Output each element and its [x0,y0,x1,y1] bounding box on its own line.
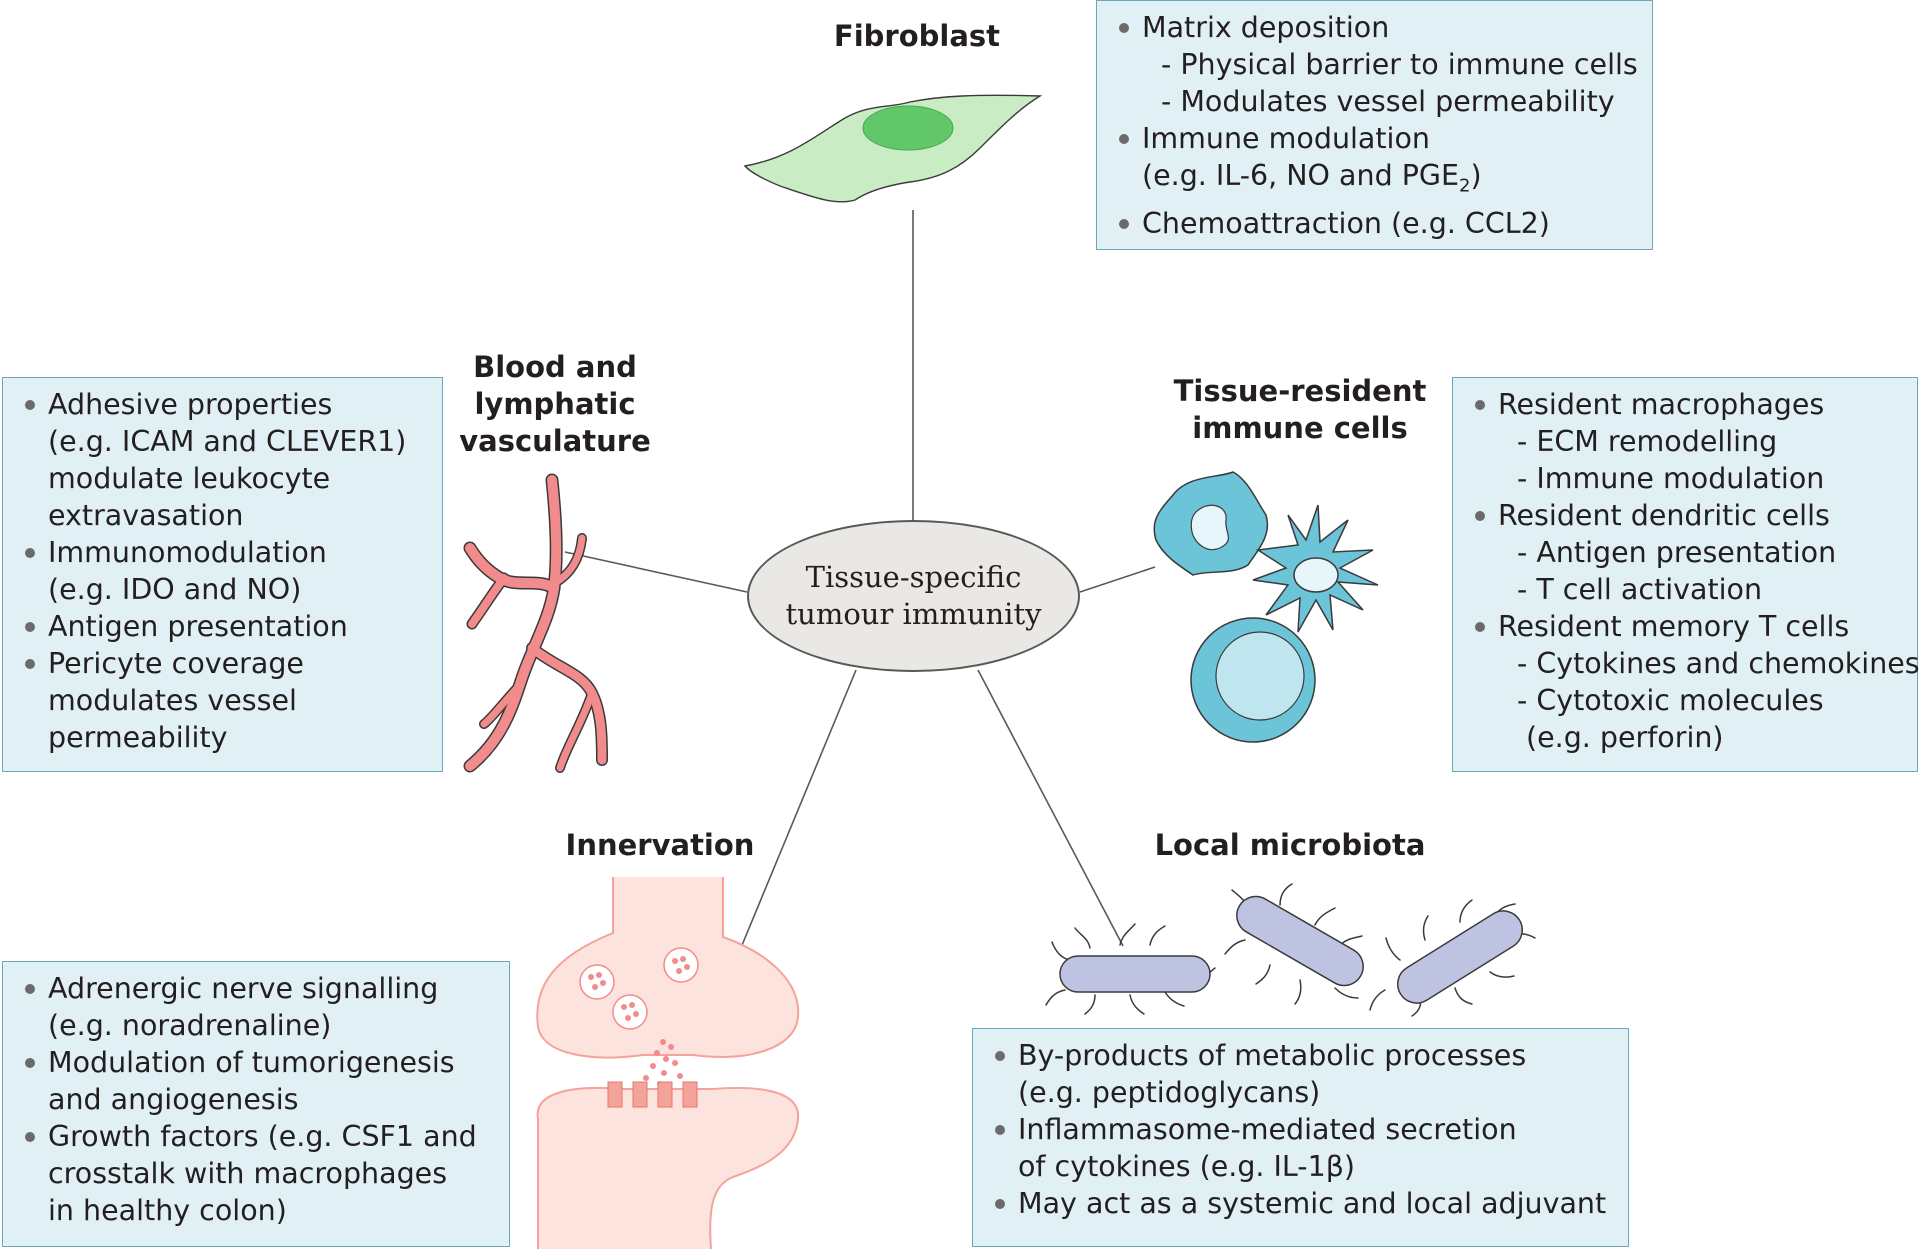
connector-microbiota [977,669,1124,947]
pge-suffix: ) [1470,159,1482,192]
fibroblast-item-2-line-2: (e.g. IL-6, NO and PGE2) [1142,157,1642,205]
dendritic-cell-icon [1252,504,1379,633]
list-item: Growth factors (e.g. CSF1 and crosstalk … [25,1118,499,1229]
title-microbiota: Local microbiota [1154,828,1426,862]
title-immune-cells: Tissue-resident immune cells [1160,373,1440,447]
innerv-item-3-line-1: Growth factors (e.g. CSF1 and [48,1120,477,1153]
innervation-info-box: Adrenergic nerve signalling (e.g. noradr… [2,961,510,1247]
pge-subscript: 2 [1459,175,1471,197]
micro-item-2-line-2: of cytokines (e.g. IL-1β) [1018,1150,1356,1183]
micro-item-1-line-2: (e.g. peptidoglycans) [1018,1076,1321,1109]
list-item: Modulation of tumorigenesis and angiogen… [25,1044,499,1118]
immune-info-box: Resident macrophages - ECM remodelling -… [1452,377,1920,772]
list-item: Chemoattraction (e.g. CCL2) [1119,205,1642,242]
pge-prefix: (e.g. IL-6, NO and PGE [1142,159,1460,192]
blood-vessel-icon [463,473,608,773]
connector-vasculature [564,551,748,593]
nerve-synapse-icon [536,877,800,1249]
list-item: Adhesive properties (e.g. ICAM and CLEVE… [25,386,432,534]
connector-immune [1079,566,1156,593]
vasc-item-1-line-2: (e.g. ICAM and CLEVER1) [48,425,407,458]
vasc-item-3-line-1: Antigen presentation [48,610,348,643]
list-item: Adrenergic nerve signalling (e.g. noradr… [25,970,499,1044]
immune-item-3-sub-2: - Cytotoxic molecules [1517,684,1824,717]
title-immune-line-1: Tissue-resident [1173,374,1427,408]
hub-line-1: Tissue-specific [805,560,1022,594]
list-item: Resident dendritic cells - Antigen prese… [1475,497,1907,608]
fibroblast-cell-icon [743,94,1043,203]
innerv-item-3-line-3: in healthy colon) [48,1194,287,1227]
title-vasculature: Blood and lymphatic vasculature [440,349,670,460]
connector-innervation [739,669,857,951]
title-immune-line-2: immune cells [1192,411,1408,445]
immune-cells-icon [1153,471,1379,743]
innerv-item-3-line-2: crosstalk with macrophages [48,1157,448,1190]
list-item: Immunomodulation (e.g. IDO and NO) [25,534,432,608]
title-vasculature-line-1: Blood and [473,350,637,384]
immune-item-1-sub-2: - Immune modulation [1517,462,1825,495]
innerv-item-2-line-2: and angiogenesis [48,1083,299,1116]
immune-item-3-sub-1: - Cytokines and chemokines [1517,647,1920,680]
innerv-item-2-line-1: Modulation of tumorigenesis [48,1046,455,1079]
list-item: Resident memory T cells - Cytokines and … [1475,608,1920,756]
vasc-item-4-line-1: Pericyte coverage [48,647,304,680]
list-item: Matrix deposition - Physical barrier to … [1119,9,1642,120]
fibroblast-item-1-sub-2: - Modulates vessel permeability [1161,85,1615,118]
microbiota-info-box: By-products of metabolic processes (e.g.… [972,1028,1629,1247]
micro-item-2-line-1: Inflammasome-mediated secretion [1018,1113,1517,1146]
vasc-item-2-line-2: (e.g. IDO and NO) [48,573,302,606]
vasc-item-1-line-1: Adhesive properties [48,388,333,421]
micro-item-3-line-1: May act as a systemic and local adjuvant [1018,1187,1607,1220]
fibroblast-item-1-sub-1: - Physical barrier to immune cells [1161,48,1638,81]
immune-item-2-sub-1: - Antigen presentation [1517,536,1837,569]
innerv-item-1-line-1: Adrenergic nerve signalling [48,972,439,1005]
vasc-item-4-line-3: permeability [48,721,228,754]
title-vasculature-line-2: lymphatic [474,387,636,421]
list-item: May act as a systemic and local adjuvant [995,1185,1618,1222]
immune-item-3-line-1: Resident memory T cells [1498,610,1850,643]
list-item: Resident macrophages - ECM remodelling -… [1475,386,1907,497]
bacteria-icon [1045,883,1536,1017]
innerv-item-1-line-2: (e.g. noradrenaline) [48,1009,332,1042]
immune-item-3-sub-3: (e.g. perforin) [1526,721,1724,754]
hub-line-2: tumour immunity [785,597,1042,631]
fibroblast-item-3-line-1: Chemoattraction (e.g. CCL2) [1142,206,1550,240]
list-item: Antigen presentation [25,608,432,645]
fibroblast-item-1-line-1: Matrix deposition [1142,11,1390,44]
central-hub: Tissue-specific tumour immunity [747,520,1080,672]
immune-item-2-sub-2: - T cell activation [1517,573,1763,606]
fibroblast-item-2-line-1: Immune modulation [1142,122,1430,155]
micro-item-1-line-1: By-products of metabolic processes [1018,1039,1527,1072]
title-fibroblast: Fibroblast [833,19,1001,53]
immune-item-1-line-1: Resident macrophages [1498,388,1825,421]
immune-item-2-line-1: Resident dendritic cells [1498,499,1830,532]
vasculature-info-box: Adhesive properties (e.g. ICAM and CLEVE… [2,377,443,772]
vasc-item-1-line-3: modulate leukocyte [48,462,331,495]
vasc-item-1-line-4: extravasation [48,499,244,532]
immune-item-1-sub-1: - ECM remodelling [1517,425,1778,458]
list-item: Pericyte coverage modulates vessel perme… [25,645,432,756]
title-vasculature-line-3: vasculature [459,424,651,458]
macrophage-icon [1153,471,1269,576]
list-item: Inflammasome-mediated secretion of cytok… [995,1111,1618,1185]
vasc-item-2-line-1: Immunomodulation [48,536,327,569]
fibroblast-info-box: Matrix deposition - Physical barrier to … [1096,0,1653,250]
vasc-item-4-line-2: modulates vessel [48,684,297,717]
list-item: By-products of metabolic processes (e.g.… [995,1037,1618,1111]
t-cell-icon [1190,617,1316,743]
list-item: Immune modulation (e.g. IL-6, NO and PGE… [1119,120,1642,205]
title-innervation: Innervation [565,828,755,862]
